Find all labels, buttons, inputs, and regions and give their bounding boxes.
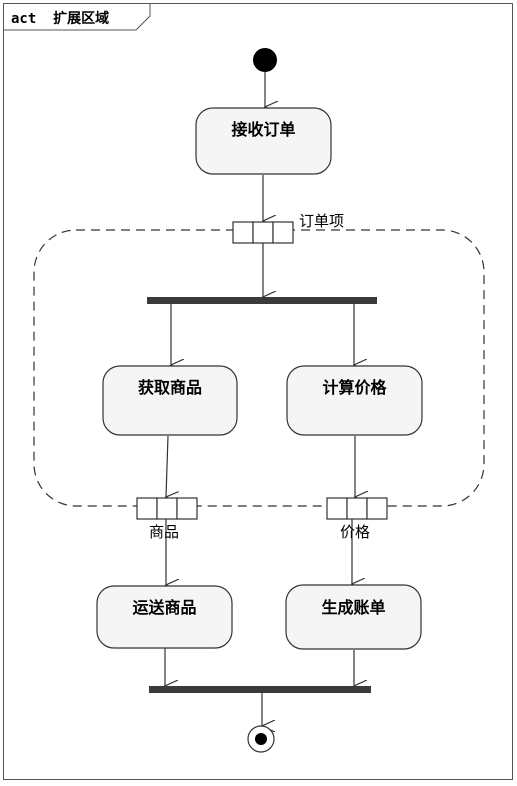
- diagram-frame: [3, 3, 513, 780]
- pin-label-goods: 商品: [149, 523, 180, 541]
- flow-get-goods-to-pin: [166, 435, 168, 497]
- action-make-bill[interactable]: [285, 584, 422, 650]
- frame-title: act 扩展区域: [11, 8, 109, 28]
- action-receive-order[interactable]: [195, 107, 332, 175]
- action-calc-price[interactable]: [286, 365, 423, 436]
- action-ship-goods[interactable]: [96, 585, 233, 649]
- output-pin-goods: [136, 497, 198, 520]
- pin-label-price: 价格: [340, 523, 371, 541]
- frame-kind: act: [11, 11, 37, 27]
- action-get-goods[interactable]: [102, 365, 238, 436]
- output-pin-price: [326, 497, 388, 520]
- expansion-region: [33, 229, 485, 507]
- join-bar: [149, 686, 371, 693]
- initial-node: [253, 48, 277, 72]
- final-node: [247, 725, 275, 753]
- input-pin-order-items: [232, 221, 294, 244]
- frame-name: 扩展区域: [53, 11, 110, 27]
- frame-tab: [3, 3, 151, 31]
- fork-bar: [147, 297, 377, 304]
- pin-label-order-items: 订单项: [299, 212, 345, 230]
